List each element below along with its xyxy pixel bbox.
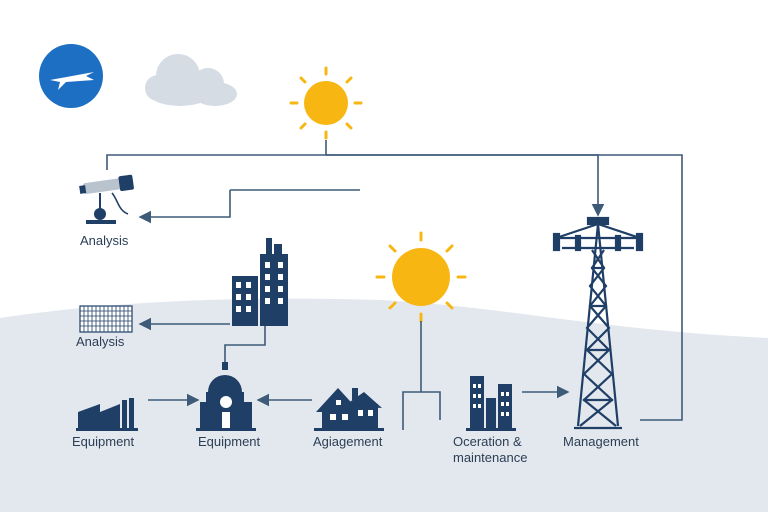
- agiagement-label: Agiagement: [313, 434, 383, 449]
- airplane-badge-icon: [39, 44, 103, 108]
- connector-lines: [106, 140, 683, 430]
- transmission-tower-icon: [552, 216, 644, 430]
- operation-label-line1: Oceration &: [453, 434, 522, 449]
- ground-wave: [0, 298, 768, 512]
- sun-middle-icon: [375, 231, 467, 323]
- equipment-mid-label: Equipment: [198, 434, 261, 449]
- analysis-mid-label: Analysis: [76, 334, 125, 349]
- equipment-left-label: Equipment: [72, 434, 135, 449]
- solar-panel-icon: [79, 305, 133, 333]
- operation-label-line2: maintenance: [453, 450, 528, 465]
- city-buildings-icon: [466, 376, 516, 431]
- houses-icon: [314, 388, 384, 431]
- telescope-icon: [79, 174, 134, 224]
- office-building-icon: [232, 238, 288, 326]
- observatory-dome-icon: [196, 362, 256, 431]
- management-label: Management: [563, 434, 639, 449]
- analysis-top-label: Analysis: [80, 233, 129, 248]
- cloud-icon: [145, 54, 237, 106]
- factory-icon: [76, 398, 138, 431]
- sun-top-icon: [289, 66, 363, 140]
